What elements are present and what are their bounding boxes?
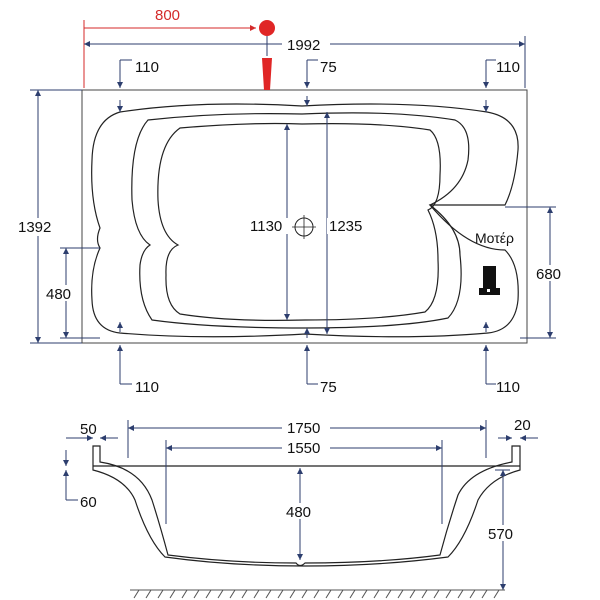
tub-middle-contour [131,112,470,329]
side-total-height-label: 570 [488,526,513,543]
top-view: Μοτέρ 800 1992 1392 110 75 110 110 [14,7,570,396]
overall-width-label: 1392 [18,219,51,236]
rim-top-left-label: 110 [135,59,159,76]
side-rim-right-label: 20 [514,417,531,434]
faucet-icon [259,20,275,90]
faucet-offset-label: 800 [155,7,180,24]
rim-top-center-label: 75 [320,59,337,76]
rim-top-right-label: 110 [496,59,520,76]
motor-label: Μοτέρ [475,230,514,246]
rim-bottom-right-label: 110 [496,379,520,396]
side-offset-label: 60 [80,494,97,511]
side-inner-top-length-label: 1750 [287,420,320,437]
motor-icon [479,266,500,295]
floor-hatch [130,589,505,599]
tub-outer-contour [91,103,519,338]
inner-depth-small-label: 1130 [250,218,282,235]
rim-bottom-center-label: 75 [320,379,337,396]
tub-side-profile [92,445,521,567]
tub-outer-rim [81,89,528,344]
tub-inner-basin [157,122,441,321]
side-inner-bottom-length-label: 1550 [287,440,320,457]
right-section-height-label: 680 [536,266,561,283]
left-seat-height-label: 480 [46,286,71,303]
rim-bottom-left-label: 110 [135,379,159,396]
side-view: 1750 1550 480 570 50 20 60 [63,417,538,599]
side-rim-thickness-label: 50 [80,421,97,438]
inner-depth-large-label: 1235 [329,218,362,235]
side-depth-label: 480 [286,504,311,521]
overall-length-label: 1992 [287,37,320,54]
